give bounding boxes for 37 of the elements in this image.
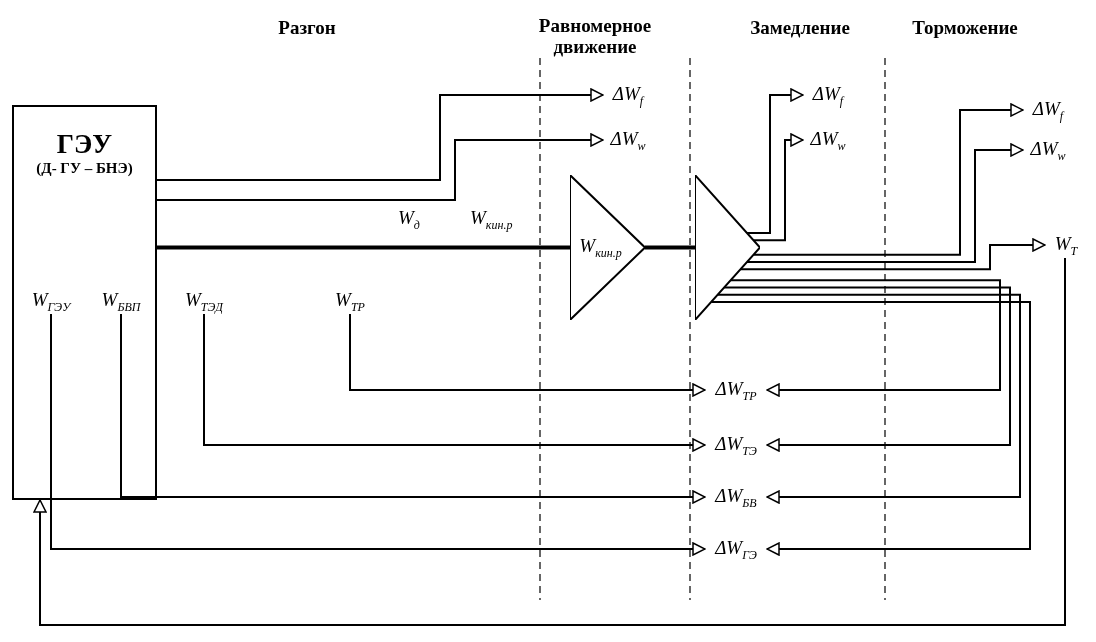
energy-label: W$_{кин.р}$ xyxy=(470,208,513,231)
flow-arrow xyxy=(156,88,604,181)
flow-arrow xyxy=(710,300,1031,556)
flow-arrow xyxy=(723,286,1011,452)
energy-label: W$_{ТР}$ xyxy=(335,289,365,313)
flow-arrow xyxy=(752,103,1024,256)
energy-label: ΔW$_{w}$ xyxy=(810,128,846,152)
flow-arrow xyxy=(50,313,706,556)
flow-arrow xyxy=(120,313,706,504)
unit-title: ГЭУ xyxy=(56,129,113,161)
energy-label: W$_{кин.р}$ xyxy=(579,236,622,259)
energy-label: W$_{T}$ xyxy=(1054,233,1078,257)
phase-heading: Замедление xyxy=(749,18,851,39)
phase-heading: Торможение xyxy=(911,18,1019,39)
phase-heading: Равномерное движение xyxy=(537,16,653,58)
energy-label: W$_{БВП}$ xyxy=(101,289,141,313)
phase-heading: Разгон xyxy=(277,18,337,39)
energy-label: ΔW$_{TP}$ xyxy=(715,378,757,402)
energy-label: W$_{ГЭУ}$ xyxy=(31,289,71,313)
flow-arrow xyxy=(33,257,1066,626)
flow-arrow xyxy=(156,133,604,201)
energy-label: ΔW$_{TЭ}$ xyxy=(715,433,757,457)
energy-label: W$_{ТЭД}$ xyxy=(185,289,223,313)
unit-subtitle: (Д- ГУ – БНЭ) xyxy=(36,160,133,178)
flow-arrow xyxy=(746,143,1024,263)
energy-label: ΔW$_{w}$ xyxy=(1030,138,1066,162)
energy-label: ΔW$_{ГЭ}$ xyxy=(715,537,757,561)
energy-label: W$_{д}$ xyxy=(398,208,420,231)
energy-label: ΔW$_{БВ}$ xyxy=(715,485,757,509)
energy-label: ΔW$_{f}$ xyxy=(1032,98,1064,122)
flow-arrow xyxy=(739,238,1046,271)
power-unit-box xyxy=(12,105,157,500)
energy-label: ΔW$_{f}$ xyxy=(612,83,644,107)
flow-arrow xyxy=(203,313,706,452)
energy-label: ΔW$_{w}$ xyxy=(610,128,646,152)
energy-label: ΔW$_{f}$ xyxy=(812,83,844,107)
flow-arrow xyxy=(349,313,706,397)
